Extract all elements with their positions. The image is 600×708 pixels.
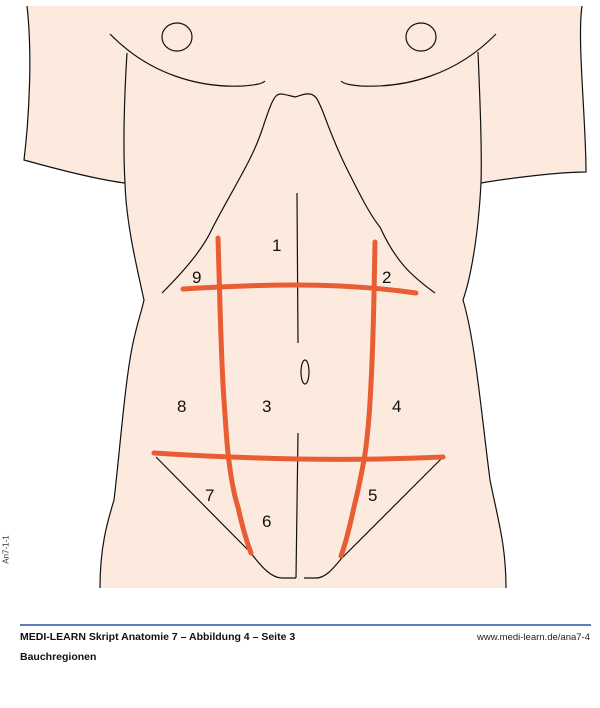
- footer-title: MEDI-LEARN Skript Anatomie 7 – Abbildung…: [20, 631, 296, 643]
- left-torso-outline: [99, 52, 145, 589]
- torso-silhouette: [24, 6, 586, 588]
- subcostal-plane-line: [180, 282, 419, 296]
- footer-subtitle: Bauchregionen: [20, 651, 97, 663]
- left-arm-outline: [23, 5, 126, 184]
- right-nipple: [405, 22, 437, 52]
- region-label-7: 7: [205, 486, 214, 505]
- intertubercular-plane-line: [151, 450, 446, 462]
- region-label-1: 1: [272, 236, 281, 255]
- abdominal-regions-diagram: 1 2 3 4 5 6 7 8 9: [23, 5, 587, 589]
- costal-arch: [161, 93, 436, 294]
- body-outlines: [23, 5, 587, 589]
- region-label-8: 8: [177, 397, 186, 416]
- figure-code: An7-1-1: [1, 535, 11, 564]
- footer-url-link[interactable]: www.medi-learn.de/ana7-4: [476, 632, 590, 643]
- region-label-2: 2: [382, 268, 391, 287]
- region-label-6: 6: [262, 512, 271, 531]
- region-label-5: 5: [368, 486, 377, 505]
- left-pectoral-line: [109, 33, 266, 87]
- footer-divider: [20, 624, 591, 626]
- region-label-4: 4: [392, 397, 401, 416]
- region-label-3: 3: [262, 397, 271, 416]
- right-midclavicular-line: [338, 239, 378, 559]
- linea-alba-upper: [296, 192, 299, 344]
- right-torso-outline: [462, 51, 507, 589]
- right-arm-outline: [480, 5, 587, 184]
- region-numbers: 1 2 3 4 5 6 7 8 9: [177, 236, 401, 531]
- navel: [300, 359, 310, 385]
- right-pectoral-line: [340, 33, 497, 87]
- right-inguinal-line: [304, 458, 442, 579]
- left-nipple: [161, 22, 193, 52]
- region-label-9: 9: [192, 268, 201, 287]
- region-lines: [151, 235, 446, 559]
- left-midclavicular-line: [215, 235, 254, 556]
